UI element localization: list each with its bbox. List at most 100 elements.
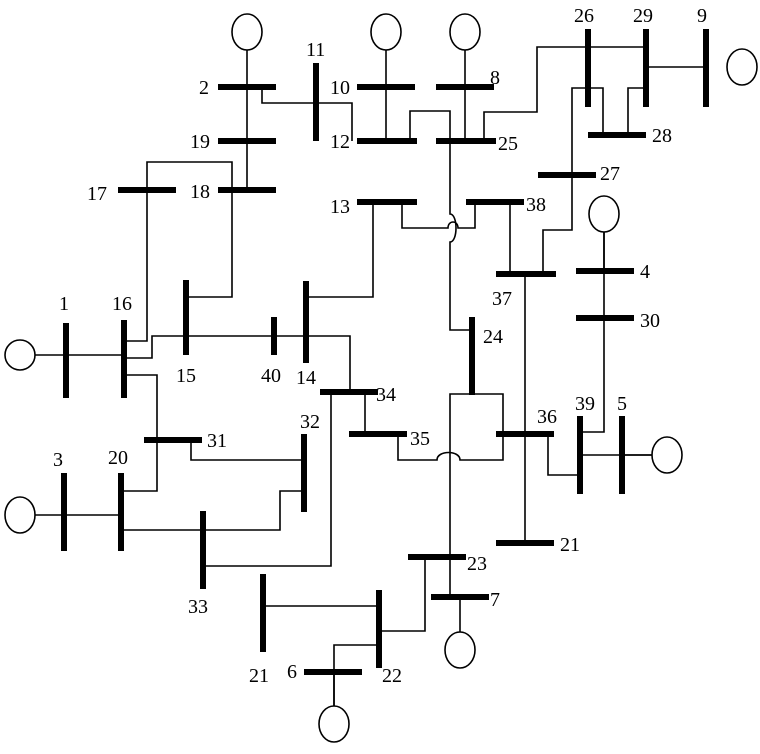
line-36-39 [547,434,580,476]
line-11-12 [316,102,353,141]
bus-bar-19 [218,138,276,144]
bus-label-19: 19 [190,131,210,153]
bus-bar-22 [376,590,382,668]
bus-label-38: 38 [526,194,546,216]
connection-lines [34,46,706,706]
bus-label-34: 34 [376,384,396,406]
bus-bar-20 [118,473,124,551]
bus-label-39: 39 [575,393,595,415]
line-17-16 [146,161,233,190]
generator-bus-8 [449,13,481,51]
bus-bar-15 [183,280,189,355]
line-12-25 [409,110,451,141]
line-29-28 [627,87,646,135]
bus-label-23: 23 [467,553,487,575]
bus-label-6: 6 [287,661,297,683]
bus-bar-33 [200,511,206,589]
line-13-38 [401,202,476,229]
bus-label-37: 37 [492,288,512,310]
line-25-26 [483,46,588,141]
bus-label-10: 10 [330,77,350,99]
bus-label-8: 8 [490,67,500,89]
bus-label-18: 18 [190,181,210,203]
line-31-20 [121,440,158,492]
generator-bus-5 [651,436,683,474]
line-25-24 [449,141,472,331]
bus-bar-30 [576,315,634,321]
bus-label-5: 5 [617,393,627,415]
bus-label-11: 11 [306,39,325,61]
bus-bar-7 [431,594,489,600]
bus-bar-13 [357,199,417,205]
bus-label-16: 16 [112,293,132,315]
bus-bar-35 [349,431,407,437]
line-13-14 [306,202,374,298]
bus-label-15: 15 [176,365,196,387]
line-23-22 [379,557,426,632]
bus-bar-23 [408,554,466,560]
bus-bar-17 [118,187,176,193]
bus-bar-34 [320,389,378,395]
line-4-30-39 [580,230,605,433]
bus-bar-8 [436,84,494,90]
bus-bar-21a [260,574,266,652]
line-22-6 [333,644,379,706]
bus-label-2: 2 [199,77,209,99]
bus-bar-25 [436,138,496,144]
line-18-15 [186,190,233,298]
bus-label-30: 30 [640,310,660,332]
bus-labels: 1 2 3 4 5 6 7 8 9 10 11 12 13 14 15 16 1… [53,5,707,687]
line-17-16-down [124,190,148,342]
bus-bar-29 [643,29,649,107]
bus-label-33: 33 [188,596,208,618]
bus-label-7: 7 [490,589,500,611]
bus-bar-2 [218,84,276,90]
line-20-33 [121,490,304,531]
bus-label-21a: 21 [249,665,269,687]
bus-label-24: 24 [483,326,503,348]
generator-bus-1 [4,339,36,371]
generator-bus-2 [231,13,263,51]
generator-bus-4 [588,195,620,233]
bus-label-40: 40 [261,365,281,387]
bus-label-36: 36 [537,406,557,428]
bus-bar-40 [271,317,277,355]
bus-label-32: 32 [300,411,320,433]
line-16-31 [124,374,158,440]
bus-bar-39 [577,416,583,494]
bus-bar-12 [357,138,417,144]
bus-bar-21b [496,540,554,546]
bus-label-3: 3 [53,449,63,471]
line-35-36 [397,434,504,461]
bus-bar-38 [466,199,524,205]
bus-label-9: 9 [697,5,707,27]
line-14-34 [306,335,351,392]
bus-bar-27 [538,172,596,178]
bus-bar-16 [121,320,127,398]
bus-label-27: 27 [600,163,620,185]
bus-bar-18 [218,187,276,193]
bus-bar-9 [703,29,709,107]
bus-label-12: 12 [330,131,350,153]
bus-bar-3 [61,473,67,551]
bus-bar-6 [304,669,362,675]
line-16-15 [124,335,186,359]
generators [4,13,758,743]
generator-bus-9 [726,48,758,86]
bus-label-29: 29 [633,5,653,27]
bus-bar-11 [313,63,319,141]
bus-bars [61,29,709,675]
line-24-23 [449,393,472,557]
bus-bar-32 [301,434,307,512]
line-2-11 [261,87,316,104]
bus-label-1: 1 [59,293,69,315]
bus-bar-1 [63,323,69,398]
bus-label-35: 35 [410,428,430,450]
bus-bar-36 [496,431,554,437]
bus-label-31: 31 [207,430,227,452]
bus-bar-28 [588,132,646,138]
bus-bar-31 [144,437,202,443]
line-26-28 [588,87,604,135]
generator-bus-10 [370,13,402,51]
generator-bus-6 [318,705,350,743]
